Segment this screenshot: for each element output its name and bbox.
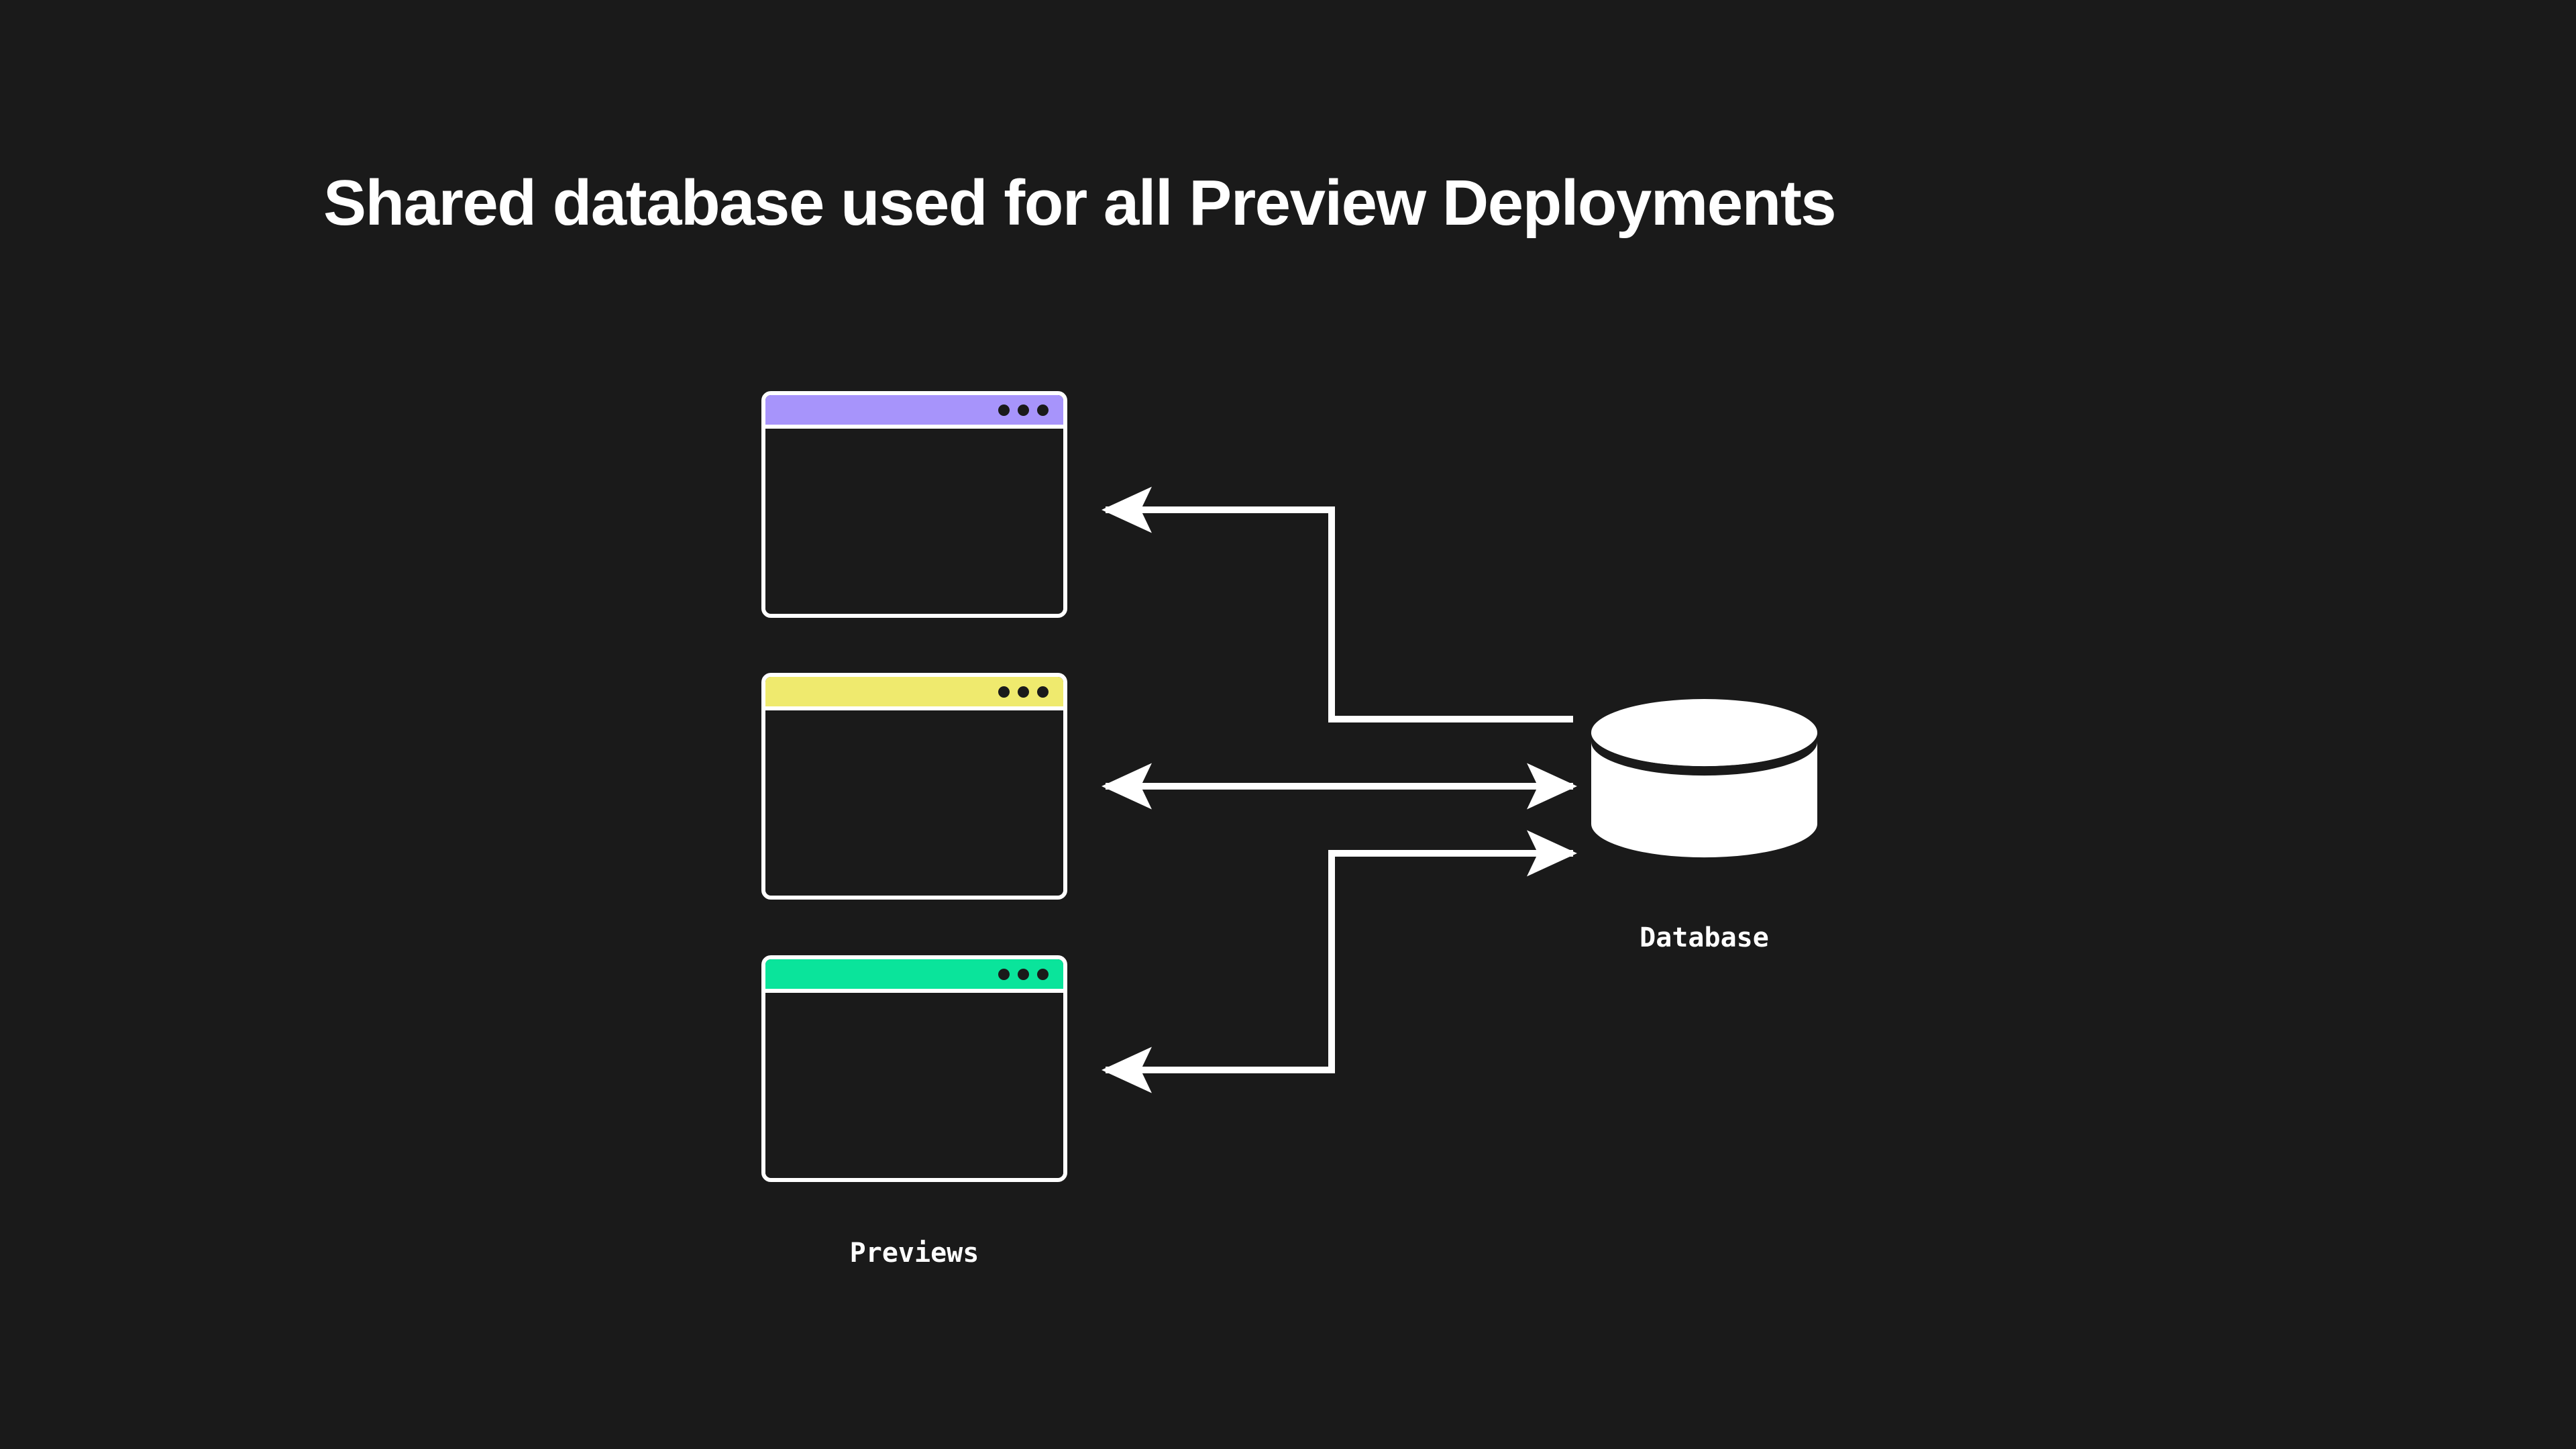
previews-label: Previews [849, 1238, 979, 1269]
window-dot-icon[interactable] [1037, 686, 1049, 698]
window-body-3 [765, 993, 1063, 1174]
database-icon [1591, 699, 1817, 858]
window-controls-2 [998, 686, 1049, 698]
window-dot-icon[interactable] [998, 686, 1010, 698]
window-titlebar-1 [765, 395, 1063, 429]
window-body-1 [765, 429, 1063, 610]
window-dot-icon[interactable] [1018, 686, 1029, 698]
page-title: Shared database used for all Preview Dep… [323, 167, 1837, 239]
window-controls-1 [998, 404, 1049, 416]
window-titlebar-3 [765, 959, 1063, 993]
preview-window-2[interactable] [761, 673, 1067, 900]
database-top [1591, 699, 1817, 766]
database-seam [1591, 733, 1817, 776]
window-dot-icon[interactable] [998, 968, 1010, 980]
connection-preview-3-out [1328, 830, 1578, 1070]
database-label: Database [1640, 922, 1769, 953]
window-body-2 [765, 710, 1063, 892]
connection-preview-1 [1101, 486, 1573, 722]
window-titlebar-2 [765, 677, 1063, 710]
window-dot-icon[interactable] [1037, 404, 1049, 416]
window-dot-icon[interactable] [998, 404, 1010, 416]
window-dot-icon[interactable] [1018, 968, 1029, 980]
preview-window-3[interactable] [761, 955, 1067, 1182]
preview-window-1[interactable] [761, 391, 1067, 618]
window-dot-icon[interactable] [1018, 404, 1029, 416]
window-controls-3 [998, 968, 1049, 980]
window-dot-icon[interactable] [1037, 968, 1049, 980]
